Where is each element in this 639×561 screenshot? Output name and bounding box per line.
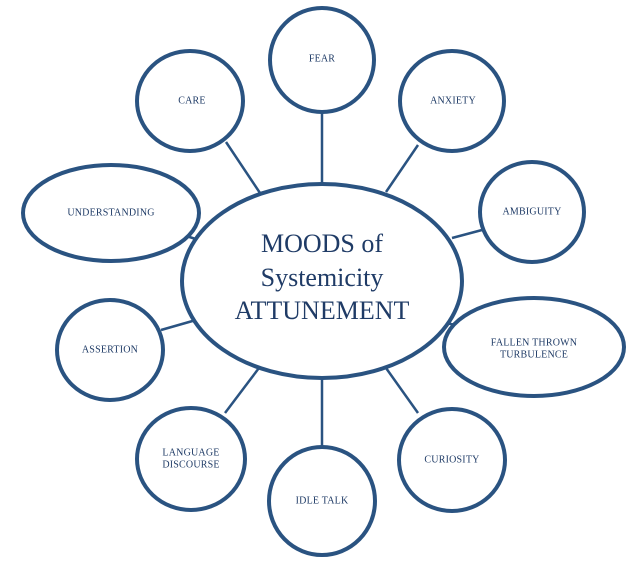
bubble-assertion: ASSERTION <box>55 298 165 402</box>
center-title-line-3: ATTUNEMENT <box>235 296 410 325</box>
bubble-fallen-thrown-label-2: TURBULENCE <box>500 349 568 360</box>
bubble-fallen-thrown-label-1: FALLEN THROWN <box>491 337 577 348</box>
bubble-language-shape <box>135 406 247 512</box>
bubble-idle-talk: IDLE TALK <box>267 445 377 557</box>
bubble-care-label: CARE <box>178 95 205 106</box>
connector-care <box>224 141 264 197</box>
bubble-fear-shape <box>268 6 376 114</box>
bubble-language-label-1: LANGUAGE <box>162 447 219 458</box>
bubble-anxiety-label: ANXIETY <box>430 95 476 106</box>
connector-ambiguity <box>451 228 483 240</box>
bubble-fallen-thrown-shape <box>442 296 626 398</box>
connectors <box>160 112 483 447</box>
bubble-fear: FEAR <box>268 6 376 114</box>
center-bubble: MOODS of Systemicity ATTUNEMENT <box>180 182 464 380</box>
connector-anxiety <box>384 144 420 193</box>
bubble-ambiguity-shape <box>478 160 586 264</box>
bubble-curiosity-shape <box>397 407 507 513</box>
bubble-fallen-thrown: FALLEN THROWN TURBULENCE <box>442 296 626 398</box>
center-title-line-2: Systemicity <box>261 263 384 292</box>
bubble-idle-talk-label: IDLE TALK <box>296 495 349 506</box>
bubble-anxiety: ANXIETY <box>398 49 506 153</box>
bubble-assertion-label: ASSERTION <box>82 344 138 355</box>
bubble-curiosity: CURIOSITY <box>397 407 507 513</box>
bubble-assertion-shape <box>55 298 165 402</box>
bubble-understanding-label: UNDERSTANDING <box>67 207 154 218</box>
bubble-understanding-shape <box>21 163 201 263</box>
bubble-fear-label: FEAR <box>309 53 335 64</box>
bubble-curiosity-label: CURIOSITY <box>424 454 479 465</box>
center-bubble-shape <box>180 182 464 380</box>
bubble-idle-talk-shape <box>267 445 377 557</box>
connector-language <box>224 363 263 414</box>
connector-assertion <box>160 318 197 332</box>
bubble-care: CARE <box>135 49 245 153</box>
bubble-ambiguity: AMBIGUITY <box>478 160 586 264</box>
center-title-line-1: MOODS of <box>261 229 383 258</box>
bubble-language-label-2: DISCOURSE <box>162 459 219 470</box>
bubble-anxiety-shape <box>398 49 506 153</box>
bubble-care-shape <box>135 49 245 153</box>
connector-curiosity <box>384 367 420 414</box>
bubble-understanding: UNDERSTANDING <box>21 163 201 263</box>
bubble-language: LANGUAGE DISCOURSE <box>135 406 247 512</box>
bubble-ambiguity-label: AMBIGUITY <box>502 206 561 217</box>
